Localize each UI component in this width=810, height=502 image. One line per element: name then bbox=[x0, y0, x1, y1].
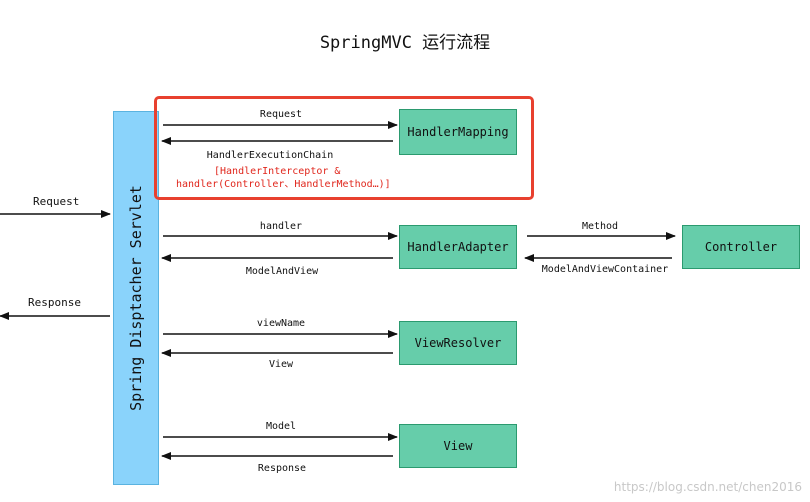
view-resolver-box: ViewResolver bbox=[399, 321, 517, 365]
view-return-label: Response bbox=[257, 463, 307, 474]
view-call-label: Model bbox=[265, 421, 297, 432]
handler-mapping-highlight bbox=[154, 96, 534, 200]
client-request-label: Request bbox=[33, 195, 80, 208]
controller-call-label: Method bbox=[581, 221, 619, 232]
mapping-note-line1: [HandlerInterceptor & bbox=[214, 166, 341, 177]
mapping-return-label: HandlerExecutionChain bbox=[206, 150, 334, 161]
watermark-text: https://blog.csdn.net/chen2016 bbox=[613, 480, 802, 494]
diagram-title: SpringMVC 运行流程 bbox=[319, 33, 491, 53]
client-response-label: Response bbox=[28, 296, 81, 309]
mapping-request-label: Request bbox=[259, 109, 303, 120]
controller-return-label: ModelAndViewContainer bbox=[541, 264, 669, 275]
handler-adapter-box: HandlerAdapter bbox=[399, 225, 517, 269]
adapter-call-label: handler bbox=[259, 221, 303, 232]
handler-mapping-box: HandlerMapping bbox=[399, 109, 517, 155]
view-box: View bbox=[399, 424, 517, 468]
mapping-note-line2: handler(Controller、HandlerMethod…)] bbox=[176, 179, 391, 190]
dispatcher-servlet-block bbox=[113, 111, 159, 485]
adapter-return-label: ModelAndView bbox=[245, 266, 319, 277]
resolver-call-label: viewName bbox=[256, 318, 306, 329]
controller-box: Controller bbox=[682, 225, 800, 269]
resolver-return-label: View bbox=[268, 359, 294, 370]
